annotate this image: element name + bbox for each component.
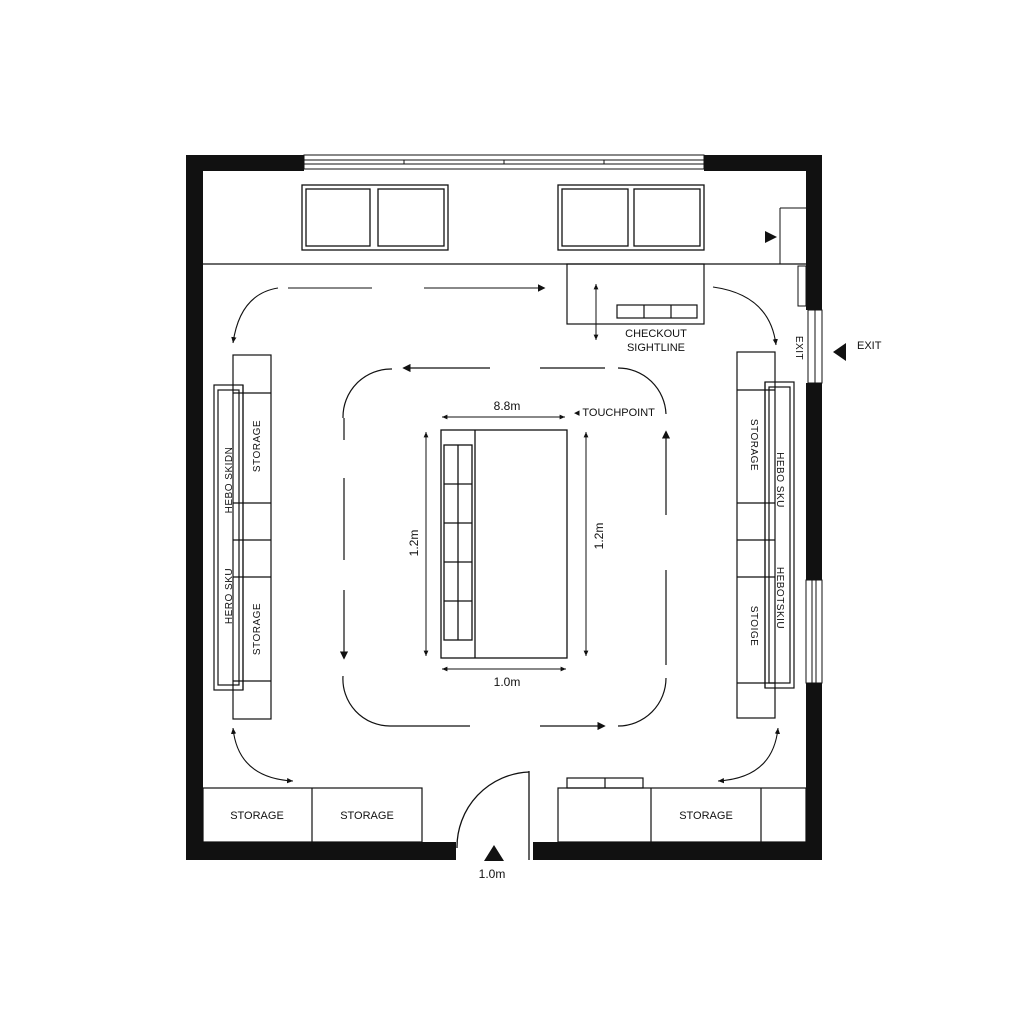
table-depth-right-dimension: 1.2m — [592, 523, 606, 550]
exit-vertical-label: EXIT — [793, 336, 804, 360]
right-hero-sku-label-bottom: HEBOTSKIU — [774, 567, 785, 629]
checkout-label-line1: CHECKOUT — [625, 328, 687, 340]
exit-arrow-icon — [833, 343, 846, 361]
bottom-left-storage — [202, 787, 423, 843]
left-wall-shelving — [213, 354, 272, 720]
table-bottom-dimension: 1.0m — [494, 675, 521, 689]
dimension-lines — [423, 414, 589, 672]
top-display-cases-left — [301, 184, 449, 251]
arrow-right-icon — [765, 231, 777, 243]
entrance-width-dimension: 1.0m — [479, 867, 506, 881]
outer-traffic-flow — [230, 284, 781, 784]
left-hero-sku-label-top: HEBO SKIDN — [224, 447, 235, 514]
entrance-door — [456, 771, 530, 860]
left-hero-sku-label-bottom: HERO SKU — [224, 568, 235, 624]
storage-label-1: STORAGE — [230, 810, 284, 822]
storage-label-2: STORAGE — [340, 810, 394, 822]
exit-door — [779, 207, 823, 384]
top-window — [303, 154, 705, 170]
right-window-lower — [805, 579, 823, 684]
right-storage-label-bottom: STOIGE — [748, 606, 759, 647]
exterior-walls — [186, 155, 822, 860]
left-storage-label-top: STORAGE — [252, 420, 263, 472]
right-storage-label-top: STORAGE — [748, 419, 759, 471]
bottom-right-storage — [557, 777, 807, 843]
checkout-label-line2: SIGHTLINE — [627, 342, 685, 354]
right-wall-shelving — [736, 351, 795, 719]
top-display-cases-right — [557, 184, 705, 251]
left-storage-label-bottom: STORAGE — [252, 603, 263, 655]
entrance-arrow-icon — [484, 845, 504, 861]
central-display-table — [440, 429, 568, 659]
right-hero-sku-label-top: HEBO SKU — [774, 452, 785, 508]
exit-label: EXIT — [857, 340, 882, 352]
table-width-dimension: 8.8m — [494, 399, 521, 413]
touchpoint-label: ◂ TOUCHPOINT — [574, 407, 655, 419]
table-depth-left-dimension: 1.2m — [407, 530, 421, 557]
checkout-counter — [566, 263, 705, 325]
inner-traffic-loop — [339, 363, 671, 731]
storage-label-3: STORAGE — [679, 810, 733, 822]
